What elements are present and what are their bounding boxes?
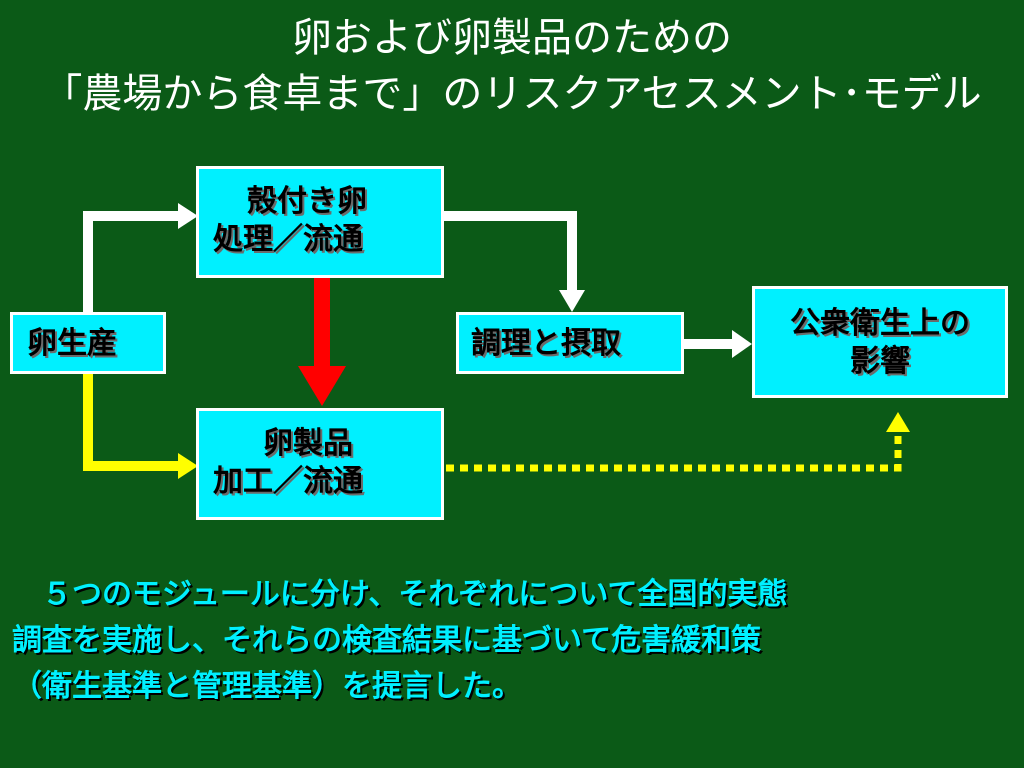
note-line-3: （衛生基準と管理基準）を提言した。 [12,669,522,704]
arrowhead-impact-yellow [886,412,910,432]
note-line-1: ５つのモジュールに分け、それぞれについて全国的実態 [42,577,788,612]
box-shell-egg: 殻付き卵 処理／流通 [196,166,444,278]
arrow-shell-egg-to-egg-product [314,278,330,368]
box-egg-production-label: 卵生産 [27,326,117,361]
arrowhead-cooking [559,290,585,312]
arrow-production-to-egg-product [83,374,180,471]
title-line-2: 「農場から食卓まで」のリスクアセスメント･モデル [42,71,982,117]
box-public-health-impact-label-1: 公衆衛生上の [790,306,970,341]
box-shell-egg-label-2: 処理／流通 [213,222,363,257]
box-public-health-impact: 公衆衛生上の 影響 [752,286,1008,398]
arrow-shell-egg-to-cooking [444,211,577,292]
arrow-production-to-shell-egg [83,211,180,312]
arrowhead-egg-product-red [298,366,346,406]
title-line-1: 卵および卵製品のための [292,15,732,61]
arrowhead-impact [732,330,752,358]
box-egg-product-label-2: 加工／流通 [213,464,363,499]
box-public-health-impact-label-2: 影響 [850,344,910,379]
box-shell-egg-label-1: 殻付き卵 [247,184,367,219]
note-line-2: 調査を実施し、それらの検査結果に基づいて危害緩和策 [12,623,762,658]
arrowhead-shell-egg [178,203,198,229]
box-egg-product-label-1: 卵製品 [263,426,353,461]
box-egg-production: 卵生産 [10,312,166,374]
box-cooking-consumption: 調理と摂取 [456,312,684,374]
arrowhead-egg-product-yellow [178,453,198,479]
arrow-egg-product-to-impact [446,430,902,472]
box-cooking-consumption-label: 調理と摂取 [471,326,621,361]
box-egg-product: 卵製品 加工／流通 [196,408,444,520]
